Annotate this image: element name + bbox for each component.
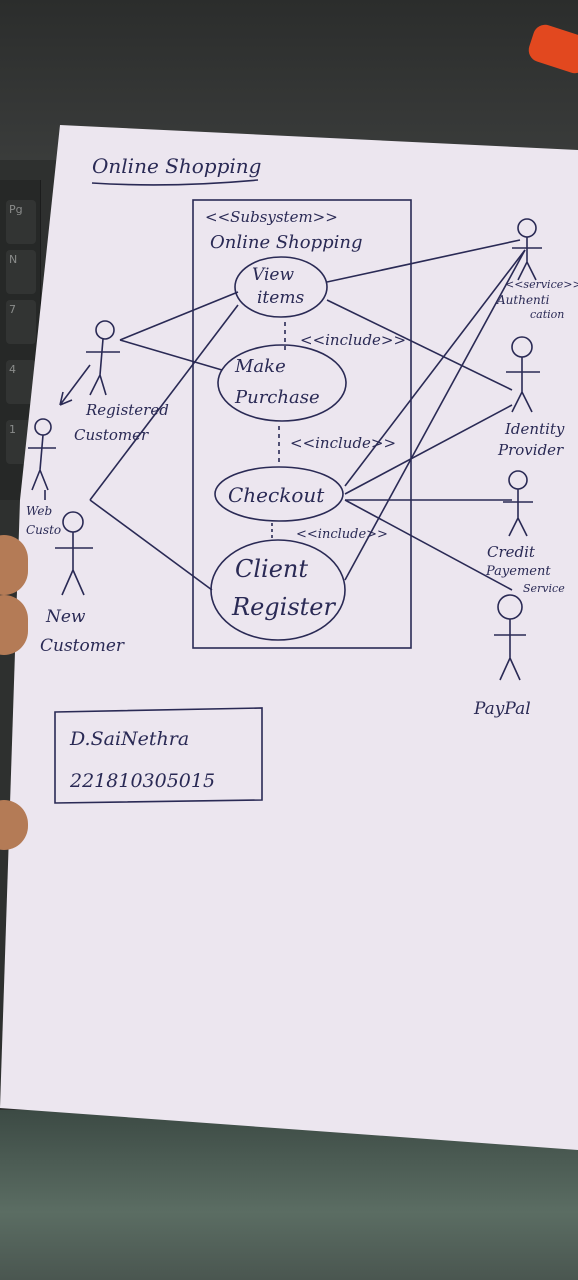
- actor-paypal: [494, 594, 526, 681]
- actor-web-label-2: Custo: [26, 523, 61, 537]
- actor-registered-label-1: Registered: [85, 401, 169, 419]
- usecase-make-purchase: [217, 344, 347, 422]
- actor-web-label-1: Web: [26, 504, 52, 518]
- key: 7: [6, 300, 36, 344]
- actor-auth-label-2: Authenti: [496, 293, 550, 307]
- signature-id: 221810305015: [69, 770, 215, 792]
- laptop-keyboard: Pg N 7 4 1: [0, 180, 41, 500]
- actor-authentication-service: [512, 218, 542, 281]
- actor-auth-label-1: <<service>>: [505, 278, 578, 291]
- actor-identity-label-2: Provider: [497, 441, 564, 459]
- usecase-checkout: [214, 466, 344, 522]
- actor-web-customer: [28, 418, 56, 491]
- include-label-1: <<include>>: [300, 331, 406, 349]
- actor-registered-label-2: Customer: [74, 426, 149, 444]
- include-label-3: <<include>>: [296, 527, 388, 542]
- subsystem-name: Online Shopping: [210, 232, 363, 253]
- actor-identity-label-1: Identity: [504, 420, 565, 438]
- signature-name: D.SaiNethra: [69, 728, 189, 750]
- usecase-view-items: [234, 256, 328, 318]
- key: Pg: [6, 200, 36, 244]
- usecase-make-purchase-label-2: Purchase: [234, 387, 320, 408]
- actor-paypal-label: PayPal: [473, 699, 531, 719]
- key: 4: [6, 360, 36, 404]
- usecase-checkout-label: Checkout: [228, 483, 325, 507]
- usecase-make-purchase-label-1: Make: [234, 356, 286, 377]
- signature-box: [54, 707, 263, 804]
- diagram-title: Online Shopping: [92, 154, 261, 178]
- finger: [0, 595, 28, 655]
- key: N: [6, 250, 36, 294]
- actor-credit-label-1: Credit: [487, 543, 536, 561]
- actor-new-label-2: Customer: [40, 636, 125, 656]
- include-label-2: <<include>>: [290, 434, 396, 452]
- usecase-view-items-label-1: View: [252, 265, 294, 285]
- actor-new-label-1: New: [45, 607, 86, 627]
- actor-new-customer: [55, 511, 93, 596]
- title-underline: [91, 179, 259, 186]
- usecase-client-register-label-1: Client: [235, 555, 308, 583]
- usecase-view-items-label-2: items: [257, 288, 304, 308]
- actor-credit-payment-service: [503, 470, 533, 537]
- system-boundary: [192, 199, 412, 649]
- actor-registered-customer: [86, 320, 120, 396]
- actor-credit-label-2: Payement: [485, 564, 551, 579]
- actor-credit-label-3: Service: [523, 582, 565, 595]
- actor-auth-label-3: cation: [530, 308, 564, 321]
- finger: [0, 535, 28, 595]
- subsystem-stereotype: <<Subsystem>>: [205, 208, 338, 226]
- usecase-client-register-label-2: Register: [231, 593, 336, 621]
- actor-identity-provider: [506, 336, 540, 413]
